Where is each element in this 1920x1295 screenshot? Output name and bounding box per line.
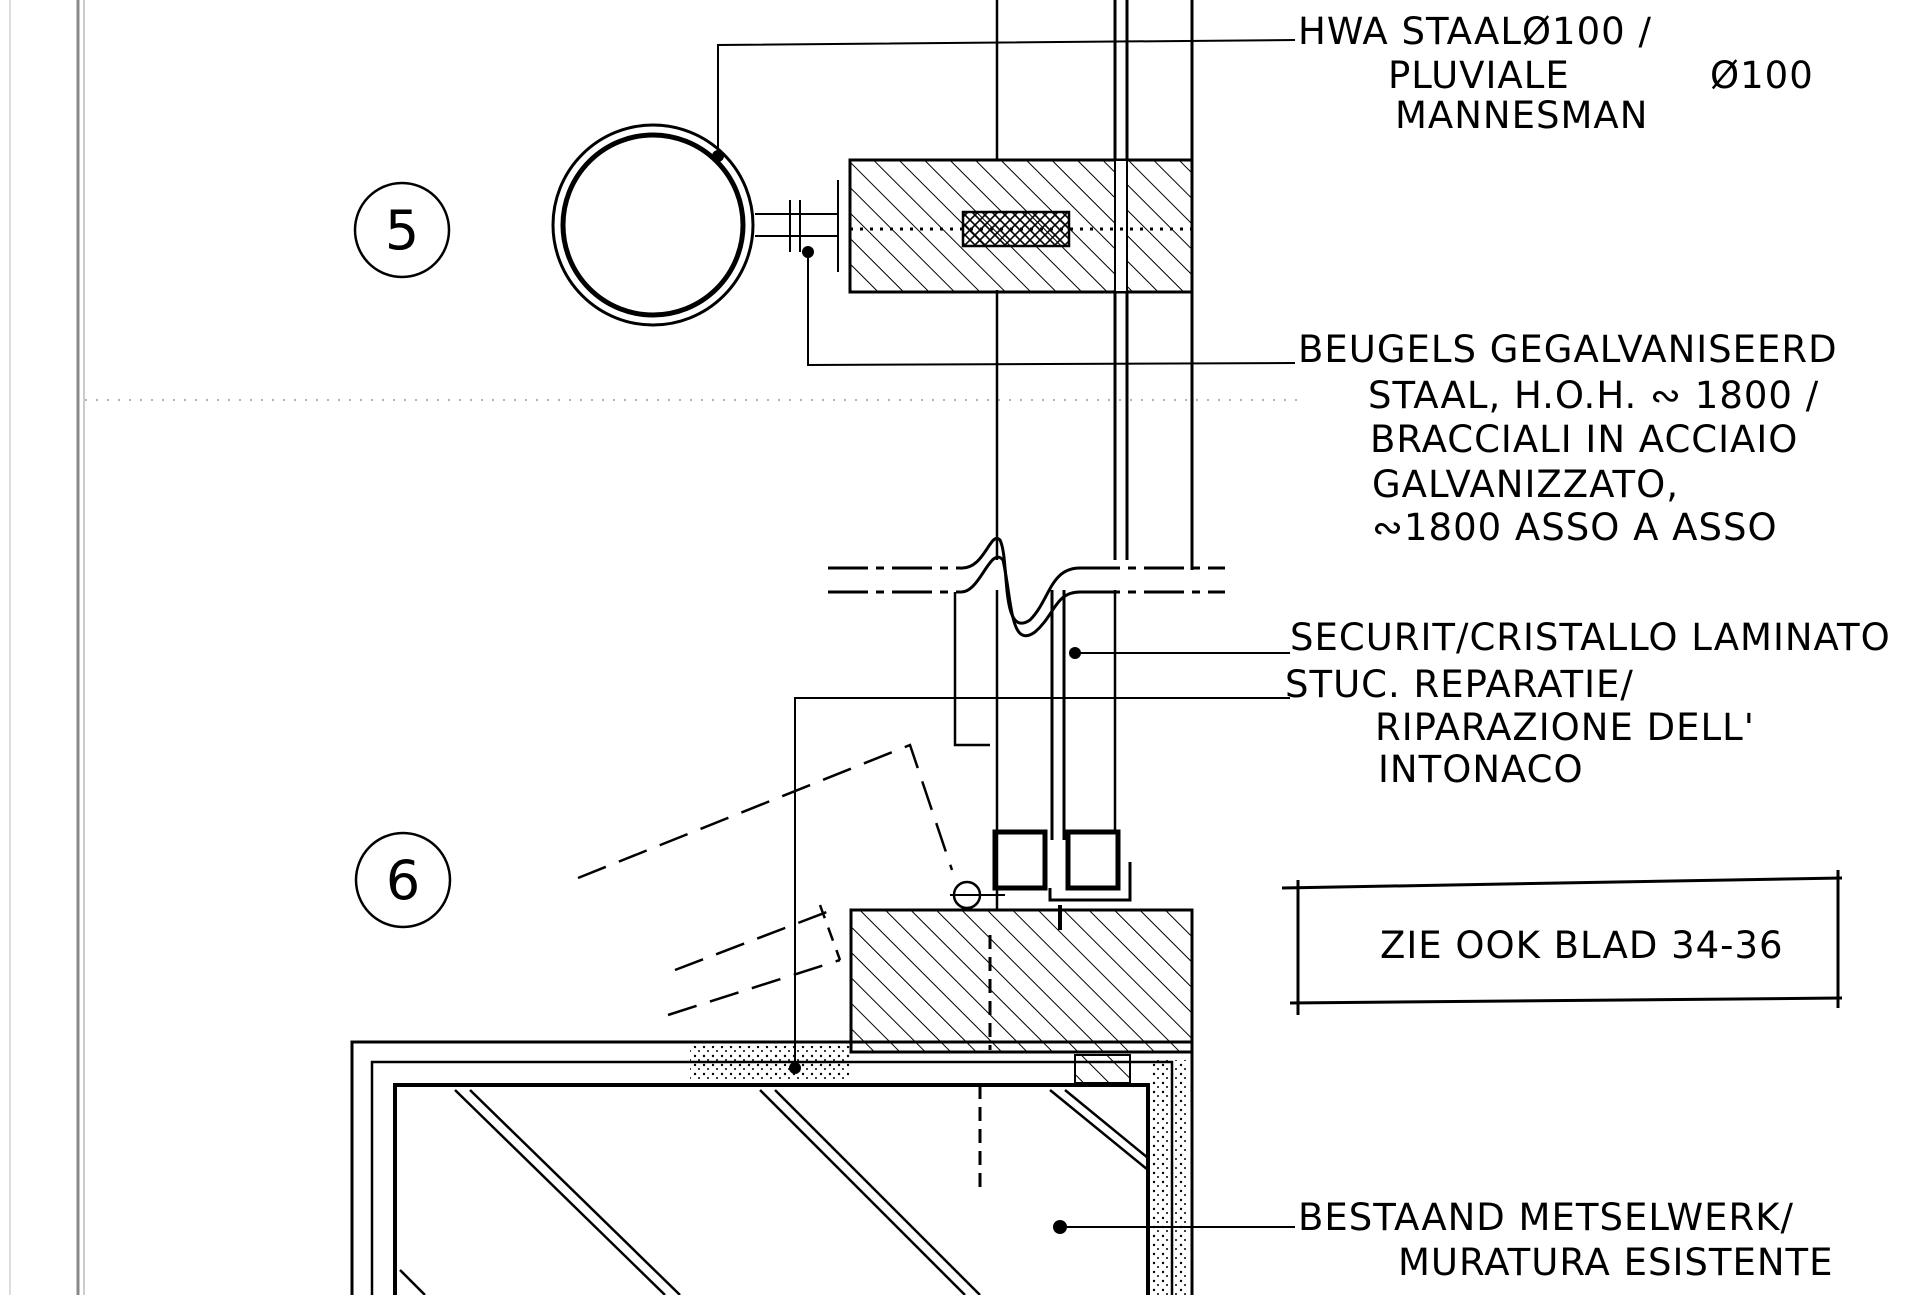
detail-5-marker: 5 — [353, 181, 451, 279]
metselwerk-line-2: MURATURA ESISTENTE — [1398, 1241, 1834, 1284]
stuc-line-2: RIPARAZIONE DELL' — [1375, 706, 1755, 749]
open-sash-outline — [577, 743, 954, 1017]
beugels-line-3: BRACCIALI IN ACCIAIO — [1370, 418, 1798, 461]
downpipe-section — [551, 123, 838, 327]
metselwerk-line-1: BESTAAND METSELWERK/ — [1298, 1196, 1794, 1239]
hwa-line-2: PLUVIALE — [1388, 54, 1570, 97]
see-also-box: ZIE OOK BLAD 34-36 — [1281, 870, 1843, 1015]
hatched-sill — [849, 908, 1194, 1054]
hwa-line-2-dim: Ø100 — [1710, 54, 1814, 97]
beugels-line-2: STAAL, H.O.H. ∾ 1800 / — [1368, 374, 1819, 417]
label-existing-masonry: BESTAAND METSELWERK/ MURATURA ESISTENTE — [1298, 1196, 1834, 1284]
lower-frame-lines — [953, 590, 1117, 910]
detail-6-marker: 6 — [354, 831, 452, 929]
stuc-line-3: INTONACO — [1378, 748, 1584, 791]
page-edge — [9, 0, 85, 1295]
hwa-line-3: MANNESMAN — [1395, 94, 1648, 137]
leader-lines-detail-5 — [712, 39, 1296, 367]
securit-line-1: SECURIT/CRISTALLO LAMINATO — [1290, 616, 1891, 659]
beugels-line-5: ∾1800 ASSO A ASSO — [1372, 506, 1778, 549]
hwa-line-1: HWA STAALØ100 / — [1298, 10, 1652, 53]
detail-6-number: 6 — [386, 849, 420, 912]
beugels-line-4: GALVANIZZATO, — [1372, 463, 1679, 506]
label-downpipe: HWA STAALØ100 / PLUVIALE Ø100 MANNESMAN — [1298, 10, 1814, 137]
detail-5-number: 5 — [385, 199, 419, 262]
beugels-line-1: BEUGELS GEGALVANISEERD — [1298, 328, 1838, 371]
hatched-anchor-block — [837, 158, 1194, 294]
existing-masonry-wall — [350, 1040, 1194, 1295]
leader-lines-detail-6 — [789, 647, 1295, 1234]
break-symbol — [828, 536, 1225, 638]
stuc-line-1: STUC. REPARATIE/ — [1285, 663, 1634, 706]
label-plaster-repair: STUC. REPARATIE/ RIPARAZIONE DELL' INTON… — [1285, 663, 1755, 791]
see-also-text: ZIE OOK BLAD 34-36 — [1380, 924, 1784, 967]
label-glass: SECURIT/CRISTALLO LAMINATO — [1290, 616, 1891, 659]
label-brackets: BEUGELS GEGALVANISEERD STAAL, H.O.H. ∾ 1… — [1298, 328, 1838, 549]
